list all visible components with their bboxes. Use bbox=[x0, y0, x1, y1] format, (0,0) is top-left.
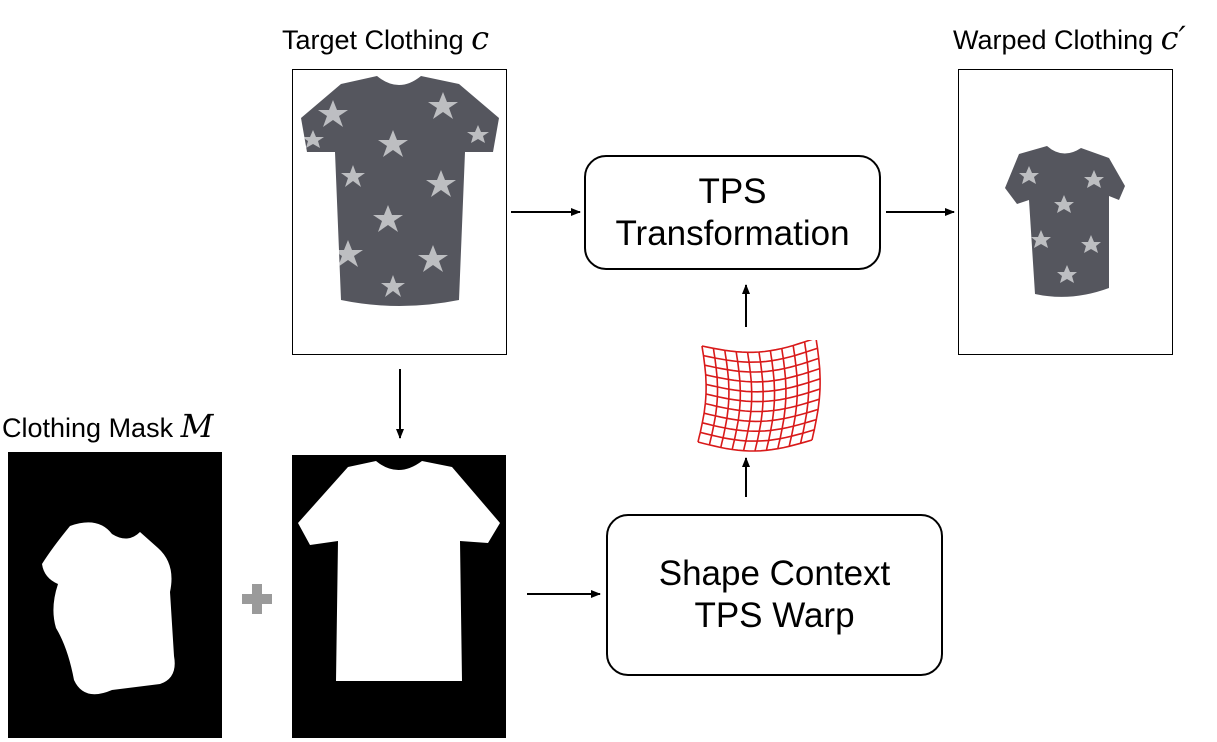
tps-transformation-node: TPS Transformation bbox=[584, 155, 881, 270]
shape-context-line1: Shape Context bbox=[658, 554, 891, 593]
shape-context-line2: TPS Warp bbox=[694, 596, 855, 635]
clothing-mask-symbol: M bbox=[180, 407, 214, 445]
grid-line bbox=[705, 398, 820, 413]
warped-clothing-symbol: c′ bbox=[1160, 19, 1186, 57]
shirt-mask-graphic bbox=[298, 461, 500, 681]
grid-line bbox=[777, 348, 787, 449]
tps-transformation-line2: Transformation bbox=[615, 213, 850, 253]
grid-line bbox=[811, 340, 821, 441]
grid-line bbox=[697, 439, 813, 452]
shirt-mask-image bbox=[292, 455, 506, 738]
grid-line bbox=[765, 350, 776, 451]
target-shirt-graphic bbox=[301, 76, 499, 306]
grid-line bbox=[788, 345, 799, 447]
clothing-mask-label: Clothing Mask M bbox=[2, 410, 213, 442]
grid-line bbox=[700, 429, 815, 442]
target-clothing-image bbox=[292, 69, 507, 355]
tps-transformation-line1: TPS bbox=[698, 171, 767, 211]
mask-blob-graphic bbox=[42, 522, 175, 695]
plus-icon bbox=[240, 582, 274, 616]
clothing-mask-image bbox=[8, 452, 222, 738]
target-clothing-label: Target Clothing c bbox=[282, 22, 489, 54]
grid-line bbox=[702, 418, 817, 432]
grid-line bbox=[703, 408, 819, 423]
target-clothing-symbol: c bbox=[471, 19, 490, 57]
warped-clothing-label: Warped Clothing c′ bbox=[953, 22, 1186, 54]
grid-line bbox=[799, 341, 810, 444]
grid-line bbox=[705, 388, 821, 403]
clothing-mask-text: Clothing Mask bbox=[2, 413, 174, 443]
target-clothing-text: Target Clothing bbox=[282, 25, 464, 55]
shape-context-node: Shape Context TPS Warp bbox=[606, 514, 943, 676]
tps-grid-icon bbox=[694, 340, 826, 452]
warped-clothing-image bbox=[958, 69, 1173, 355]
warped-shirt-graphic bbox=[1005, 146, 1125, 297]
warped-clothing-text: Warped Clothing bbox=[953, 25, 1154, 55]
